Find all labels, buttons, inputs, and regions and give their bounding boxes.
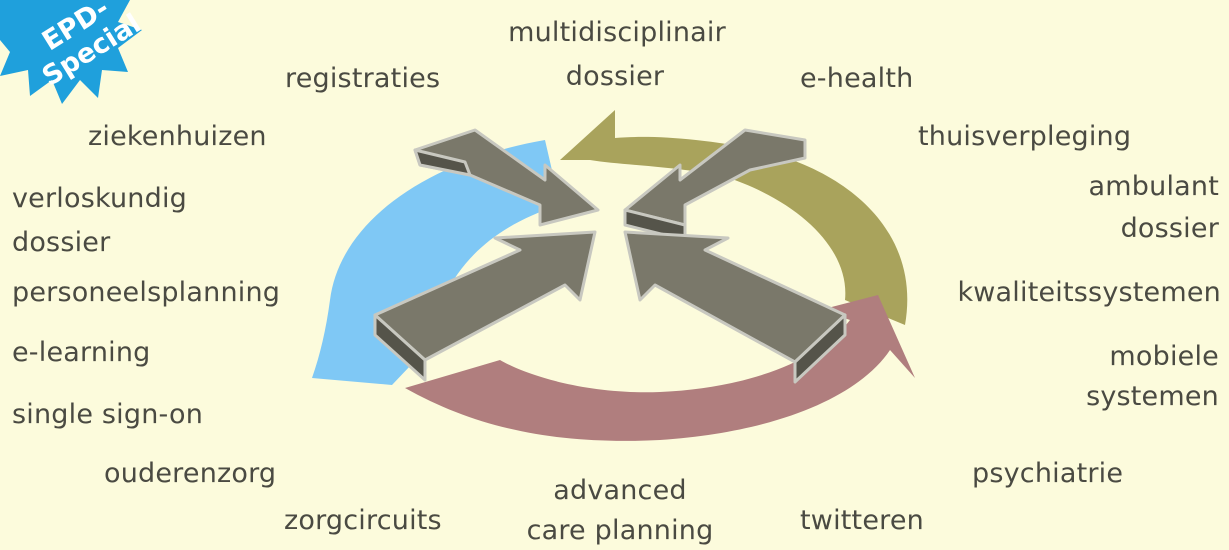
label-verloskundig: verloskundig [12, 183, 187, 214]
label-dossier-top: dossier [565, 61, 665, 92]
label-zorgcircuits: zorgcircuits [284, 505, 442, 536]
label-dossier-left: dossier [12, 227, 111, 258]
label-ziekenhuizen: ziekenhuizen [88, 121, 267, 152]
label-kwaliteitssystemen: kwaliteitssystemen [957, 277, 1221, 308]
label-e-learning: e-learning [12, 337, 151, 368]
label-e-health: e-health [800, 63, 914, 94]
label-dossier-right: dossier [1120, 213, 1219, 244]
label-thuisverpleging: thuisverpleging [918, 121, 1132, 152]
arrow-bottom-left [373, 230, 597, 362]
label-ambulant: ambulant [1088, 171, 1219, 202]
arrow-top-left-side [413, 148, 472, 177]
label-twitteren: twitteren [800, 505, 924, 536]
epd-special-badge: EPD- Special [0, 0, 150, 150]
label-advanced: advanced [553, 475, 687, 506]
starburst-icon [0, 0, 142, 104]
arrow-bottom-right-side [793, 313, 847, 384]
arrow-bottom-left-side [373, 313, 427, 382]
label-single-sign-on: single sign-on [12, 399, 204, 430]
label-care-planning: care planning [526, 515, 714, 546]
label-personeelsplanning: personeelsplanning [12, 277, 281, 308]
converging-arrows [373, 128, 847, 384]
cycle-arrow-rose [405, 295, 915, 441]
label-mobiele: mobiele [1109, 341, 1219, 372]
label-psychiatrie: psychiatrie [972, 458, 1124, 489]
cycle-arrow-olive [560, 110, 908, 325]
arrow-bottom-right [623, 230, 847, 364]
label-multidisciplinair: multidisciplinair [508, 17, 726, 48]
label-registraties: registraties [285, 63, 441, 94]
label-ouderenzorg: ouderenzorg [104, 458, 277, 489]
label-systemen: systemen [1086, 381, 1219, 412]
